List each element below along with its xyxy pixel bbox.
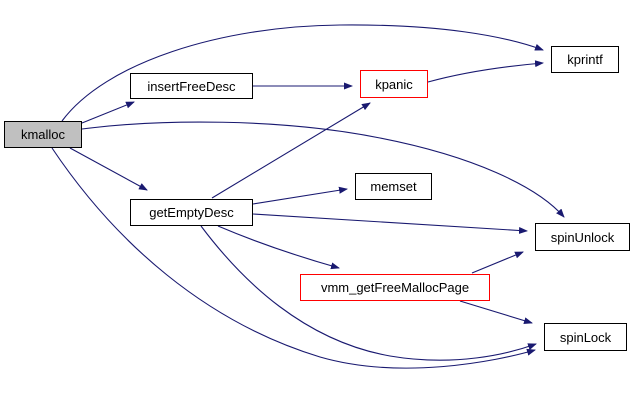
node-label: kpanic (375, 76, 413, 92)
node-getEmptyDesc[interactable]: getEmptyDesc (130, 199, 253, 226)
edge-getEmptyDesc-to-spinLock (200, 225, 537, 361)
node-label: kprintf (567, 52, 603, 67)
node-memset[interactable]: memset (355, 173, 432, 200)
node-kprintf[interactable]: kprintf (551, 46, 619, 73)
node-spinLock[interactable]: spinLock (544, 323, 627, 351)
node-label: vmm_getFreeMallocPage (320, 280, 470, 295)
node-label: kmalloc (20, 127, 66, 142)
node-insertFreeDesc[interactable]: insertFreeDesc (130, 73, 253, 99)
edges-group (51, 24, 565, 369)
edge-vmm_getFreeMallocPage-to-spinLock (459, 300, 533, 325)
node-kmalloc: kmalloc (4, 121, 82, 148)
edge-kpanic-to-kprintf (427, 60, 544, 83)
edge-getEmptyDesc-to-vmm_getFreeMallocPage (217, 225, 340, 270)
node-label: spinLock (559, 329, 612, 345)
edge-getEmptyDesc-to-memset (252, 186, 348, 205)
edge-getEmptyDesc-to-spinUnlock (252, 213, 528, 234)
edge-kmalloc-to-spinUnlock (81, 121, 565, 218)
edge-kmalloc-to-kprintf (61, 24, 544, 122)
node-label: getEmptyDesc (149, 205, 234, 220)
edge-kmalloc-to-insertFreeDesc (81, 101, 135, 124)
edge-kmalloc-to-getEmptyDesc (69, 147, 148, 191)
node-label: insertFreeDesc (147, 78, 236, 94)
node-spinUnlock[interactable]: spinUnlock (535, 223, 630, 251)
node-label: spinUnlock (550, 229, 615, 245)
node-vmm_getFreeMallocPage[interactable]: vmm_getFreeMallocPage (300, 274, 490, 301)
node-label: memset (370, 179, 417, 194)
edge-vmm_getFreeMallocPage-to-spinUnlock (471, 251, 524, 274)
edge-kmalloc-to-spinLock (51, 147, 536, 369)
node-kpanic[interactable]: kpanic (360, 70, 428, 98)
edge-getEmptyDesc-to-kpanic (211, 102, 371, 199)
